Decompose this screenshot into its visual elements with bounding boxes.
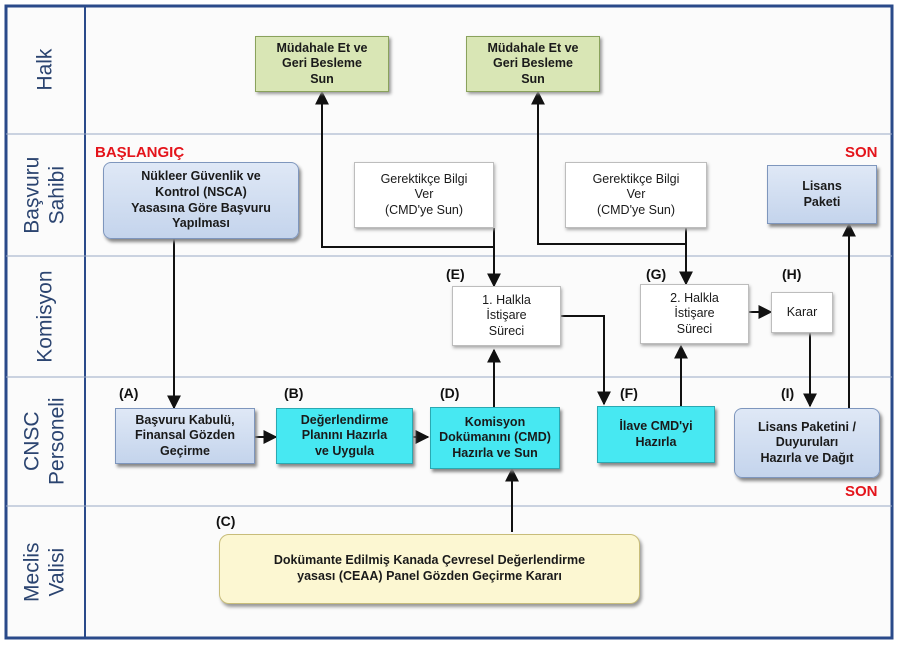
lane-label-cnsc-personeli: CNSC Personeli [20,397,69,486]
lane-label-komisyon: Komisyon [33,270,57,363]
cmd-box: Komisyon Dokümanını (CMD) Hazırla ve Sun [430,407,560,469]
ceaa-decision-box: Dokümante Edilmiş Kanada Çevresel Değerl… [219,534,640,604]
lane-label-meclis-valisi: Meclis Valisi [20,542,69,602]
consultation-box-1: 1. Halkla İstişare Süreci [452,286,561,346]
consultation-box-2: 2. Halkla İstişare Süreci [640,284,749,344]
info-box-2: Gerektikçe Bilgi Ver (CMD'ye Sun) [565,162,707,228]
acceptance-box: Başvuru Kabulü, Finansal Gözden Geçirme [115,408,255,464]
halk-feedback-box-1: Müdahale Et ve Geri Besleme Sun [255,36,389,92]
lane-label-basvuru-sahibi: Başvuru Sahibi [20,156,69,234]
info-box-1: Gerektikçe Bilgi Ver (CMD'ye Sun) [354,162,494,228]
additional-cmd-box: İlave CMD'yi Hazırla [597,406,715,463]
distribute-box: Lisans Paketini / Duyuruları Hazırla ve … [734,408,880,478]
halk-feedback-box-2: Müdahale Et ve Geri Besleme Sun [466,36,600,92]
letter-e: (E) [446,266,465,282]
letter-c: (C) [216,513,236,529]
letter-h: (H) [782,266,802,282]
letter-f: (F) [620,385,638,401]
letter-g: (G) [646,266,667,282]
evaluation-plan-box: Değerlendirme Planını Hazırla ve Uygula [276,408,413,464]
lane-label-halk: Halk [33,48,57,92]
application-box: Nükleer Güvenlik ve Kontrol (NSCA) Yasas… [103,162,299,239]
letter-a: (A) [119,385,139,401]
start-marker: BAŞLANGIÇ [95,144,185,161]
license-package-box: Lisans Paketi [767,165,877,224]
end-marker-top: SON [845,144,878,161]
letter-b: (B) [284,385,304,401]
letter-i: (I) [781,385,795,401]
decision-box: Karar [771,292,833,333]
connector-arrows [167,90,856,532]
letter-d: (D) [440,385,460,401]
end-marker-bottom: SON [845,483,878,500]
